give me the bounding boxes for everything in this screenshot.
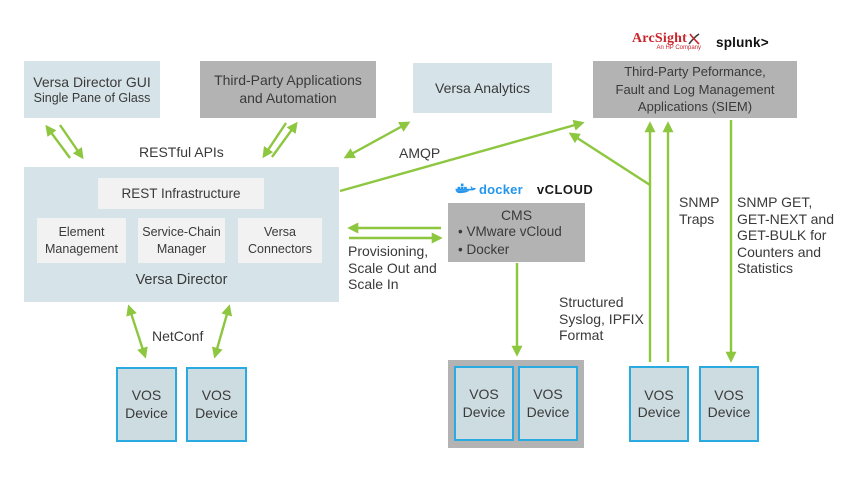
versa-director-label: Versa Director xyxy=(135,272,228,288)
box-vos-device-2: VOS Device xyxy=(186,367,247,442)
box-vos-device-6: VOS Device xyxy=(699,366,759,442)
arrow-director-to-gui xyxy=(45,124,71,159)
gui-title: Versa Director GUI xyxy=(33,74,151,90)
label-snmp-get: SNMP GET, GET-NEXT and GET-BULK for Coun… xyxy=(737,194,835,277)
arcsight-sub-text: An HP Company xyxy=(656,45,702,51)
arcsight-figure-icon xyxy=(688,33,700,45)
box-third-party-apps: Third-Party Applications and Automation xyxy=(200,61,376,118)
cms-title: CMS xyxy=(500,206,533,223)
label-snmp-traps: SNMP Traps xyxy=(679,194,720,227)
arcsight-logo: ArcSight An HP Company xyxy=(632,31,702,52)
arrow-director-to-thirdparty xyxy=(271,121,298,158)
cms-logo-row: docker vCLOUD xyxy=(455,181,593,197)
box-versa-director-gui: Versa Director GUI Single Pane of Glass xyxy=(24,61,160,118)
splunk-logo: splunk> xyxy=(716,35,769,50)
box-vos-device-5: VOS Device xyxy=(629,366,689,442)
label-restful-apis: RESTful APIs xyxy=(139,144,224,160)
vos-cluster-container: VOS Device VOS Device xyxy=(448,360,584,448)
arrow-director-vos-netconf-left xyxy=(126,304,148,359)
gui-subtitle: Single Pane of Glass xyxy=(33,91,151,105)
arcsight-logo-text: ArcSight xyxy=(632,31,688,46)
box-versa-connectors: Versa Connectors xyxy=(238,218,322,263)
box-element-management: Element Management xyxy=(37,218,126,263)
label-provisioning: Provisioning, Scale Out and Scale In xyxy=(348,243,437,293)
box-vos-device-1: VOS Device xyxy=(116,367,177,442)
vcloud-logo-text: vCLOUD xyxy=(536,181,594,197)
box-vos-device-4: VOS Device xyxy=(518,366,578,441)
label-netconf: NetConf xyxy=(152,328,204,344)
arrow-gui-to-director xyxy=(59,124,84,160)
docker-logo-text: docker xyxy=(479,181,523,197)
box-versa-analytics: Versa Analytics xyxy=(413,63,552,113)
arrow-thirdparty-to-director xyxy=(262,122,287,159)
arrow-vos-to-analytics-branch xyxy=(568,132,651,187)
cms-item-vcloud: • VMware vCloud xyxy=(458,223,562,239)
label-amqp: AMQP xyxy=(399,145,441,161)
cms-item-docker: • Docker xyxy=(458,241,510,257)
box-service-chain-manager: Service-Chain Manager xyxy=(138,218,225,263)
arrow-director-vos-netconf-right xyxy=(211,304,233,359)
docker-whale-icon xyxy=(455,183,476,194)
box-cms: CMS • VMware vCloud • Docker xyxy=(448,203,585,262)
box-versa-director: REST Infrastructure Element Management S… xyxy=(24,167,339,302)
box-rest-infrastructure: REST Infrastructure xyxy=(98,178,264,209)
box-vos-device-3: VOS Device xyxy=(454,366,514,441)
label-syslog: Structured Syslog, IPFIX Format xyxy=(559,294,644,344)
box-siem: Third-Party Peformance, Fault and Log Ma… xyxy=(593,61,797,118)
